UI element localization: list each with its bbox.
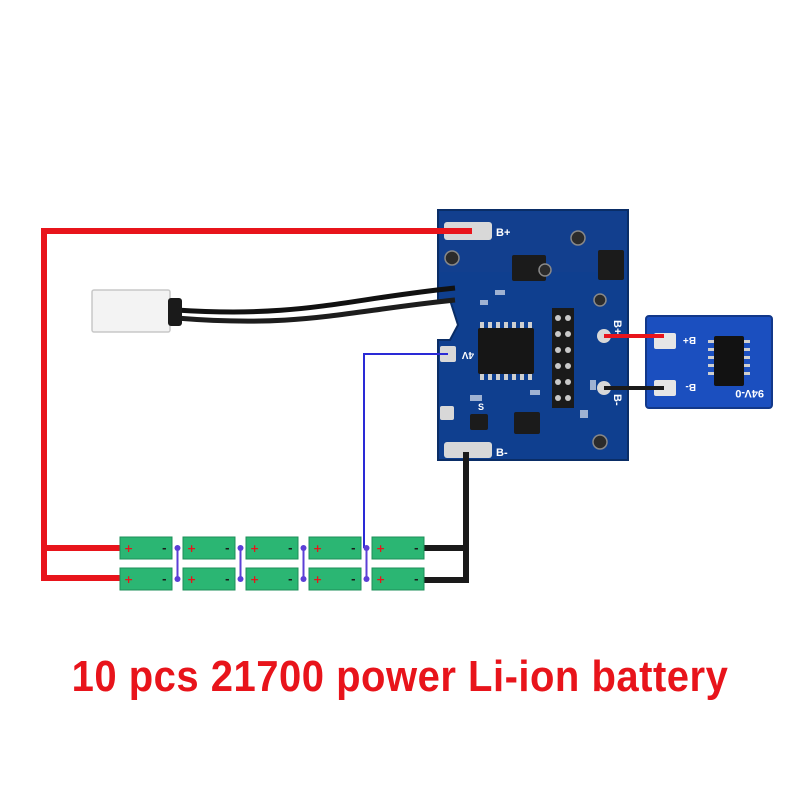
display-label-b-plus: B+ bbox=[683, 334, 696, 345]
cell-positive-sign: + bbox=[250, 573, 259, 586]
mosfet-left bbox=[512, 255, 546, 281]
controller-chip bbox=[478, 328, 534, 374]
battery-cell bbox=[245, 567, 299, 591]
cell-link-node bbox=[300, 576, 307, 582]
cell-link-node bbox=[363, 576, 370, 582]
main-label-4v: 4V bbox=[461, 349, 474, 360]
main-bms-board: B+ B- 4V S B+ B- bbox=[437, 209, 629, 461]
cell-positive-sign: + bbox=[313, 542, 322, 555]
positive-wire bbox=[41, 228, 472, 581]
cell-positive-sign: + bbox=[124, 573, 133, 586]
cell-link-node bbox=[174, 576, 181, 582]
cell-negative-sign: - bbox=[225, 573, 230, 586]
main-label-s: S bbox=[478, 402, 484, 412]
main-pad-s bbox=[440, 406, 454, 420]
pin-header bbox=[552, 308, 574, 408]
screw-2 bbox=[444, 250, 460, 266]
battery-cells: + - + - + - + - + - + - + - + - + - + - bbox=[119, 536, 425, 591]
cell-positive-sign: + bbox=[250, 542, 259, 555]
display-chip bbox=[714, 336, 744, 386]
battery-cell bbox=[119, 536, 173, 560]
cell-link-node bbox=[237, 545, 244, 551]
cell-positive-sign: + bbox=[376, 573, 385, 586]
battery-cell bbox=[119, 567, 173, 591]
battery-cell bbox=[182, 567, 236, 591]
transistor bbox=[470, 414, 488, 430]
battery-cell bbox=[308, 567, 362, 591]
balance-cable-2 bbox=[175, 297, 456, 324]
cell-positive-sign: + bbox=[376, 542, 385, 555]
balance-plug bbox=[91, 289, 171, 333]
screw-4 bbox=[593, 293, 607, 307]
display-pad-b-minus bbox=[654, 380, 676, 396]
balance-connector bbox=[91, 285, 456, 333]
mosfet-right bbox=[598, 250, 624, 280]
main-pad-b-minus bbox=[444, 442, 492, 458]
small-chip bbox=[514, 412, 540, 434]
cell-negative-sign: - bbox=[288, 573, 293, 586]
battery-cell bbox=[245, 536, 299, 560]
cell-link-node bbox=[300, 545, 307, 551]
main-out-label-plus: B+ bbox=[611, 320, 623, 334]
cell-positive-sign: + bbox=[187, 542, 196, 555]
cell-negative-sign: - bbox=[351, 573, 356, 586]
battery-cell bbox=[182, 536, 236, 560]
main-label-b-plus: B+ bbox=[496, 227, 510, 239]
display-marking: 94V-0 bbox=[735, 387, 764, 399]
battery-cell bbox=[371, 536, 425, 560]
battery-cell bbox=[371, 567, 425, 591]
battery-cell bbox=[308, 536, 362, 560]
screw-1 bbox=[570, 230, 586, 246]
screw-3 bbox=[538, 263, 552, 277]
balance-plug-boot bbox=[168, 298, 182, 326]
main-out-label-minus: B- bbox=[611, 394, 623, 406]
cell-link-node bbox=[237, 576, 244, 582]
caption-title: 10 pcs 21700 power Li-ion battery bbox=[71, 653, 729, 701]
cell-positive-sign: + bbox=[187, 573, 196, 586]
cell-negative-sign: - bbox=[162, 573, 167, 586]
balance-cable-1 bbox=[175, 285, 456, 315]
main-label-b-minus: B- bbox=[496, 447, 508, 459]
cell-negative-sign: - bbox=[351, 542, 356, 555]
display-label-b-minus: B- bbox=[685, 381, 696, 392]
cell-positive-sign: + bbox=[313, 573, 322, 586]
cell-negative-sign: - bbox=[162, 542, 167, 555]
display-board: B+ B- 94V-0 bbox=[645, 315, 773, 409]
cell-positive-sign: + bbox=[124, 542, 133, 555]
cell-negative-sign: - bbox=[288, 542, 293, 555]
cell-negative-sign: - bbox=[414, 542, 419, 555]
negative-wire bbox=[418, 452, 469, 583]
cell-negative-sign: - bbox=[414, 573, 419, 586]
cell-link-node bbox=[174, 545, 181, 551]
cell-negative-sign: - bbox=[225, 542, 230, 555]
cell-link-node bbox=[363, 545, 370, 551]
balance-wire bbox=[363, 353, 448, 548]
screw-5 bbox=[592, 434, 608, 450]
